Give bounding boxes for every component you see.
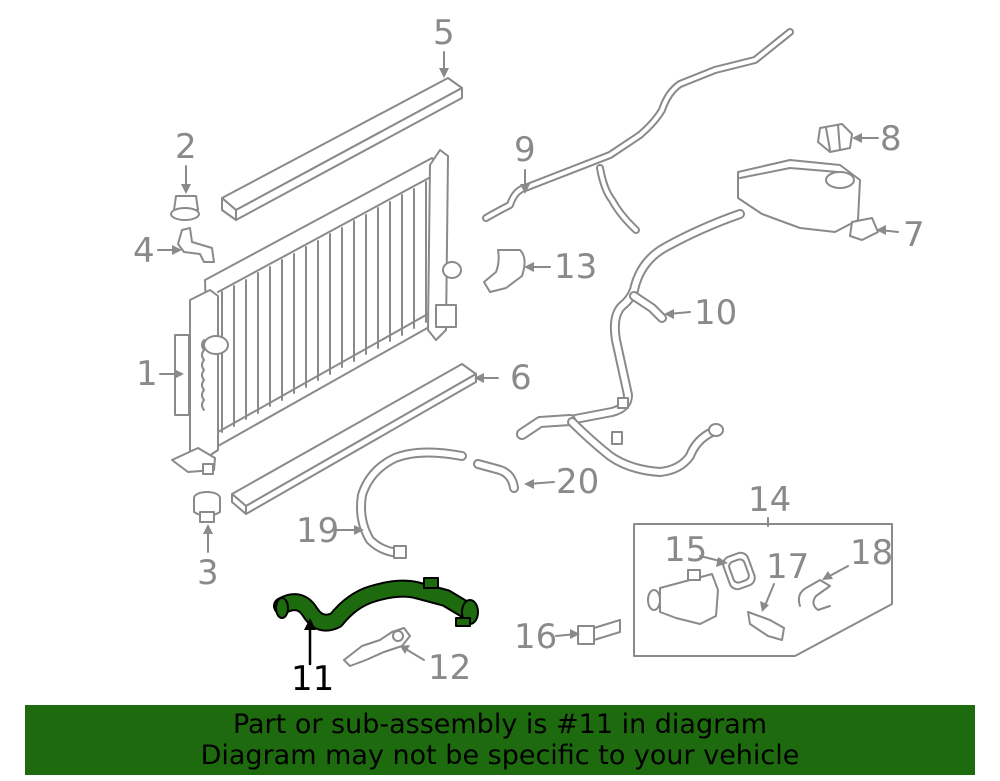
part-thermostat-housing (647, 569, 719, 625)
callout-12: 12 (428, 648, 472, 688)
part-6-lower-seal (231, 363, 477, 515)
callout-8: 8 (880, 119, 902, 159)
callout-19: 19 (296, 511, 340, 551)
callout-9: 9 (514, 130, 536, 170)
callout-6: 6 (510, 358, 532, 398)
part-3-lower-isolator (193, 491, 221, 523)
part-15-gasket (722, 551, 756, 591)
banner-line-1: Part or sub-assembly is #11 in diagram (232, 709, 768, 740)
part-16-bolt (577, 619, 621, 645)
part-4-bracket (177, 227, 215, 263)
callout-16: 16 (514, 617, 558, 657)
parts-diagram (157, 28, 899, 667)
callout-1: 1 (136, 354, 158, 394)
part-5-upper-seal (221, 77, 463, 221)
part-14-kit-box (633, 517, 893, 657)
part-10-upper-hose (516, 209, 745, 477)
part-8-reservoir-cap (817, 123, 853, 153)
leader-11-arrowhead (304, 618, 316, 630)
part-9-overflow-tube (482, 28, 794, 234)
callout-11: 11 (291, 659, 335, 699)
callout-7: 7 (903, 215, 925, 255)
callout-13: 13 (554, 247, 598, 287)
callout-3: 3 (197, 553, 219, 593)
part-11-hose-highlighted (273, 577, 479, 632)
callout-15: 15 (664, 530, 708, 570)
part-reservoir (737, 159, 861, 233)
banner-line-2: Diagram may not be specific to your vehi… (200, 740, 800, 771)
leader-arrowheads (172, 68, 886, 654)
part-12-bracket (343, 627, 411, 667)
info-banner: Part or sub-assembly is #11 in diagram D… (25, 705, 975, 775)
part-18-clip (797, 579, 831, 611)
callout-17: 17 (766, 547, 810, 587)
callout-5: 5 (433, 13, 455, 53)
part-13-elbow (483, 249, 526, 293)
part-1-radiator (171, 149, 462, 475)
part-20-small-hose (473, 459, 519, 493)
part-2-isolator (170, 195, 200, 221)
part-19-hose (356, 447, 467, 559)
callout-18: 18 (850, 533, 894, 573)
part-17-sensor (747, 611, 785, 641)
callout-10: 10 (694, 293, 738, 333)
callout-20: 20 (556, 462, 600, 502)
callout-14: 14 (748, 480, 792, 520)
callout-2: 2 (175, 127, 197, 167)
part-7-sensor (849, 217, 879, 241)
callout-4: 4 (133, 231, 155, 271)
